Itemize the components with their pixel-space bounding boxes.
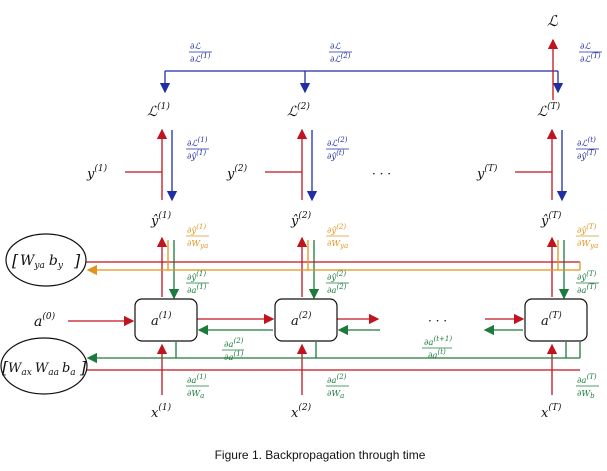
svg-text:∂Wya: ∂Wya (577, 239, 598, 250)
x-label-1: x(1) (151, 402, 172, 421)
svg-text:∂a(1): ∂a(1) (187, 283, 207, 296)
svg-text:∂Wb: ∂Wb (577, 389, 595, 400)
svg-text:∂ℒ(1): ∂ℒ(1) (187, 136, 208, 149)
grad-Ly-1: ∂ℒ(1)∂ŷ(1) (186, 136, 209, 162)
svg-text:∂a(t+1): ∂a(t+1) (424, 335, 452, 348)
wy-bracket-right: ] (73, 251, 81, 270)
y-label-1: y(1) (86, 163, 108, 182)
svg-text:∂a(T): ∂a(T) (577, 283, 597, 296)
svg-text:∂Wa: ∂Wa (327, 389, 344, 400)
svg-text:∂a(2): ∂a(2) (224, 337, 244, 350)
grad-aw-2: ∂a(2) ∂Wa (326, 373, 349, 400)
svg-text:∂ŷ(1): ∂ŷ(1) (187, 149, 206, 162)
hidden-state-boxes (134, 298, 588, 342)
svg-text:∂ŷ(T): ∂ŷ(T) (577, 223, 597, 236)
svg-text:∂a(2): ∂a(2) (327, 373, 347, 386)
wa-bracket-left: [ (2, 358, 9, 377)
svg-text:∂ℒ: ∂ℒ (330, 42, 341, 52)
hidden-box-T (524, 298, 588, 342)
wa-bus (86, 342, 581, 371)
grad-Ly-2: ∂ℒ(2)∂ŷ(t) (326, 136, 349, 162)
ellipsis-a: · · · (428, 314, 447, 328)
wa-param-node (0, 337, 88, 395)
svg-text:∂ℒ(2): ∂ℒ(2) (330, 52, 351, 65)
wy-param-node (5, 233, 87, 287)
column-labels: ℒ(1)y(1)ŷ(1)a(1)x(1)∂ℒ∂ℒ(1)∂ℒ(1)∂ŷ(1)∂ŷ(… (86, 42, 602, 421)
svg-text:∂a(T): ∂a(T) (577, 373, 597, 386)
yhat-label-3: ŷ(T) (540, 210, 562, 229)
svg-text:∂a(2): ∂a(2) (327, 283, 347, 296)
figure-caption: Figure 1. Backpropagation through time (215, 448, 426, 462)
wa-bracket-right: ] (79, 358, 87, 377)
svg-text:∂ℒ(1): ∂ℒ(1) (190, 52, 211, 65)
svg-text:∂ŷ(t): ∂ŷ(t) (327, 149, 345, 162)
grad-aa-1: ∂a(2) ∂a(1) (222, 337, 244, 363)
svg-text:∂ℒ: ∂ℒ (580, 42, 591, 52)
grad-aa-t: ∂a(t+1) ∂a(t) (422, 335, 452, 361)
grad-yw-1: ∂ŷ(1) ∂Wya (186, 223, 209, 250)
wy-bracket-left: [ (12, 251, 19, 270)
loss-label-3: ℒ(T) (537, 101, 561, 120)
yhat-label-1: ŷ(1) (150, 210, 172, 229)
svg-text:∂Wa: ∂Wa (187, 389, 204, 400)
a-label-2: a(2) (291, 310, 312, 329)
svg-text:∂a(1): ∂a(1) (224, 350, 244, 363)
y-label-3: y(T) (476, 163, 498, 182)
total-loss-bus (159, 38, 564, 100)
grad-ya-3: ∂ŷ(T)∂a(T) (576, 270, 599, 296)
y-label-2: y(2) (226, 163, 248, 182)
yhat-label-2: ŷ(2) (290, 210, 312, 229)
loss-label-1: ℒ(1) (147, 101, 170, 120)
grad-Ly-3: ∂ℒ(t)∂ŷ(T) (576, 136, 599, 162)
svg-text:∂ŷ(1): ∂ŷ(1) (187, 223, 206, 236)
ellipsis-y: · · · (372, 167, 391, 181)
hidden-box-1 (134, 298, 198, 342)
grad-L-3: ∂ℒ∂ℒ(T) (579, 42, 602, 65)
x-label-3: x(T) (541, 402, 562, 421)
a-label-1: a(1) (151, 310, 172, 329)
x-label-2: x(2) (291, 402, 312, 421)
loss-label-2: ℒ(2) (287, 101, 310, 120)
svg-text:∂ℒ(t): ∂ℒ(t) (577, 136, 596, 149)
grad-aw-3: ∂a(T) ∂Wb (576, 373, 599, 400)
grad-L-2: ∂ℒ∂ℒ(2) (329, 42, 352, 65)
svg-text:∂a(1): ∂a(1) (187, 373, 207, 386)
grad-ya-2: ∂ŷ(2)∂a(2) (326, 270, 349, 296)
svg-text:∂ℒ(2): ∂ℒ(2) (327, 136, 348, 149)
svg-text:∂ŷ(2): ∂ŷ(2) (327, 223, 346, 236)
svg-text:∂ŷ(T): ∂ŷ(T) (577, 270, 597, 283)
total-loss-label: ℒ (547, 12, 559, 30)
recurrent-arrows (68, 313, 525, 336)
wy-bus (86, 240, 581, 276)
grad-ya-1: ∂ŷ(1)∂a(1) (186, 270, 209, 296)
svg-text:∂Wya: ∂Wya (187, 239, 208, 250)
grad-L-1: ∂ℒ∂ℒ(1) (189, 42, 212, 65)
hidden-box-2 (274, 298, 338, 342)
a-label-3: a(T) (541, 310, 562, 329)
svg-text:∂ℒ(T): ∂ℒ(T) (580, 52, 601, 65)
svg-text:∂ŷ(T): ∂ŷ(T) (577, 149, 597, 162)
grad-yw-3: ∂ŷ(T) ∂Wya (576, 223, 599, 250)
grad-aw-1: ∂a(1) ∂Wa (186, 373, 209, 400)
grad-yw-2: ∂ŷ(2) ∂Wya (326, 223, 349, 250)
svg-text:∂ŷ(1): ∂ŷ(1) (187, 270, 206, 283)
svg-text:∂Wya: ∂Wya (327, 239, 348, 250)
a0-label: a(0) (34, 311, 56, 330)
svg-text:∂a(t): ∂a(t) (428, 348, 446, 361)
svg-text:∂ℒ: ∂ℒ (190, 42, 201, 52)
svg-text:∂ŷ(2): ∂ŷ(2) (327, 270, 346, 283)
